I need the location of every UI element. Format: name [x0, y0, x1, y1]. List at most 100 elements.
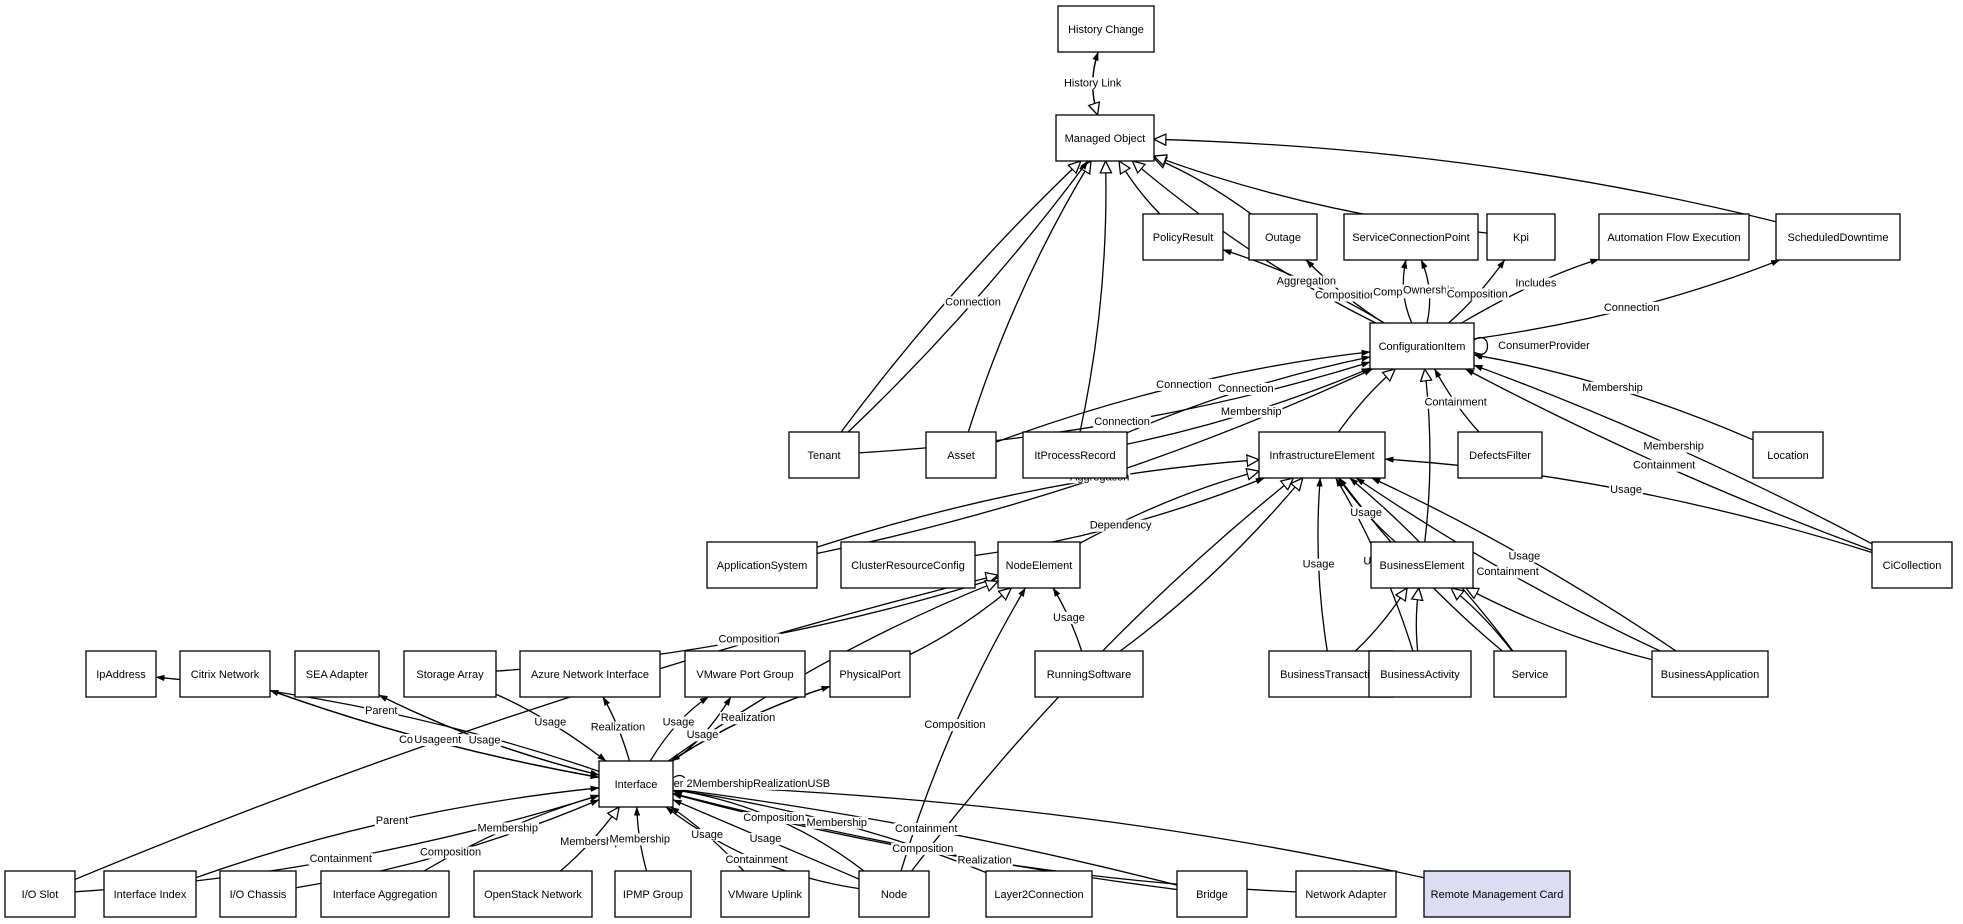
class-node-bact[interactable]: BusinessActivity	[1368, 650, 1472, 698]
class-node-box[interactable]	[1176, 870, 1248, 918]
edge-label-background	[1275, 275, 1337, 288]
class-node-historyChange[interactable]: History Change	[1057, 5, 1155, 53]
class-node-label: Kpi	[1513, 232, 1529, 244]
class-node-box[interactable]	[1258, 431, 1386, 479]
class-node-box[interactable]	[925, 431, 997, 479]
class-node-box[interactable]	[1370, 541, 1474, 589]
class-node-box[interactable]	[1775, 213, 1901, 261]
class-node-box[interactable]	[1295, 870, 1397, 918]
class-node-box[interactable]	[219, 870, 297, 918]
class-node-box[interactable]	[985, 870, 1093, 918]
class-node-storage[interactable]: Storage Array	[403, 650, 497, 698]
class-node-sched[interactable]: ScheduledDowntime	[1775, 213, 1901, 261]
class-node-box[interactable]	[788, 431, 860, 479]
class-node-ifagg[interactable]: Interface Aggregation	[320, 870, 450, 918]
class-node-bapp[interactable]: BusinessApplication	[1651, 650, 1769, 698]
class-node-ci[interactable]: ConfigurationItem	[1369, 322, 1475, 370]
class-node-scp[interactable]: ServiceConnectionPoint	[1343, 213, 1479, 261]
class-node-box[interactable]	[720, 870, 810, 918]
class-node-appsys[interactable]: ApplicationSystem	[706, 541, 818, 589]
class-node-bizEl[interactable]: BusinessElement	[1370, 541, 1474, 589]
class-node-box[interactable]	[4, 870, 76, 918]
class-node-kpi[interactable]: Kpi	[1486, 213, 1556, 261]
class-node-box[interactable]	[1343, 213, 1479, 261]
class-node-box[interactable]	[614, 870, 692, 918]
class-node-infra[interactable]: InfrastructureElement	[1258, 431, 1386, 479]
class-node-box[interactable]	[103, 870, 197, 918]
class-node-cicoll[interactable]: CiCollection	[1871, 541, 1953, 589]
class-node-svc[interactable]: Service	[1493, 650, 1567, 698]
class-node-managedObject[interactable]: Managed Object	[1055, 114, 1155, 162]
class-node-box[interactable]	[1248, 213, 1318, 261]
class-node-ifidx[interactable]: Interface Index	[103, 870, 197, 918]
class-node-osnet[interactable]: OpenStack Network	[473, 870, 593, 918]
class-node-ipmp[interactable]: IPMP Group	[614, 870, 692, 918]
class-node-crc[interactable]: ClusterResourceConfig	[840, 541, 976, 589]
class-node-asset[interactable]: Asset	[925, 431, 997, 479]
edge-label: Membership	[477, 822, 538, 834]
class-node-netad[interactable]: Network Adapter	[1295, 870, 1397, 918]
class-node-policyResult[interactable]: PolicyResult	[1142, 213, 1224, 261]
class-node-ip[interactable]: IpAddress	[85, 650, 157, 698]
class-node-node[interactable]: Node	[858, 870, 930, 918]
class-node-box[interactable]	[85, 650, 157, 698]
class-node-vmpg[interactable]: VMware Port Group	[684, 650, 806, 698]
class-node-box[interactable]	[1598, 213, 1750, 261]
class-node-box[interactable]	[179, 650, 271, 698]
class-node-box[interactable]	[294, 650, 380, 698]
class-node-box[interactable]	[1651, 650, 1769, 698]
class-node-box[interactable]	[320, 870, 450, 918]
class-node-ioslot[interactable]: I/O Slot	[4, 870, 76, 918]
class-node-nodeEl[interactable]: NodeElement	[997, 541, 1081, 589]
class-node-box[interactable]	[403, 650, 497, 698]
class-node-l2c[interactable]: Layer2Connection	[985, 870, 1093, 918]
class-node-phys[interactable]: PhysicalPort	[829, 650, 911, 698]
class-node-box[interactable]	[1034, 650, 1144, 698]
class-node-label: Network Adapter	[1305, 889, 1387, 901]
class-node-rmc[interactable]: Remote Management Card	[1423, 870, 1571, 918]
class-node-itpr[interactable]: ItProcessRecord	[1022, 431, 1128, 479]
edge-label-background	[894, 823, 959, 836]
class-node-box[interactable]	[1142, 213, 1224, 261]
edge-label-background	[719, 712, 777, 725]
class-node-box[interactable]	[1055, 114, 1155, 162]
class-node-defects[interactable]: DefectsFilter	[1457, 431, 1543, 479]
class-node-iface[interactable]: Interface	[598, 760, 674, 808]
class-node-box[interactable]	[1368, 650, 1472, 698]
class-node-box[interactable]	[598, 760, 674, 808]
class-node-box[interactable]	[1457, 431, 1543, 479]
class-node-tenant[interactable]: Tenant	[788, 431, 860, 479]
class-node-box[interactable]	[858, 870, 930, 918]
class-node-azure[interactable]: Azure Network Interface	[519, 650, 661, 698]
edge-ci-to-sched-association	[1473, 259, 1781, 340]
class-node-citrix[interactable]: Citrix Network	[179, 650, 271, 698]
class-node-bridge[interactable]: Bridge	[1176, 870, 1248, 918]
class-node-box[interactable]	[840, 541, 976, 589]
class-node-vmup[interactable]: VMware Uplink	[720, 870, 810, 918]
class-node-box[interactable]	[1486, 213, 1556, 261]
class-node-box[interactable]	[1752, 431, 1824, 479]
class-node-box[interactable]	[997, 541, 1081, 589]
class-node-outage[interactable]: Outage	[1248, 213, 1318, 261]
class-node-box[interactable]	[1057, 5, 1155, 53]
class-node-afe[interactable]: Automation Flow Execution	[1598, 213, 1750, 261]
class-node-rsw[interactable]: RunningSoftware	[1034, 650, 1144, 698]
class-node-box[interactable]	[706, 541, 818, 589]
class-node-box[interactable]	[1369, 322, 1475, 370]
class-node-box[interactable]	[829, 650, 911, 698]
edge-label-background	[533, 716, 568, 729]
class-node-box[interactable]	[1022, 431, 1128, 479]
edge-label-background	[1581, 381, 1644, 394]
edge-label: Usage	[750, 833, 782, 845]
class-node-box[interactable]	[519, 650, 661, 698]
class-node-box[interactable]	[1871, 541, 1953, 589]
class-node-box[interactable]	[473, 870, 593, 918]
class-node-box[interactable]	[1423, 870, 1571, 918]
class-node-box[interactable]	[684, 650, 806, 698]
class-node-sea[interactable]: SEA Adapter	[294, 650, 380, 698]
class-node-iochassis[interactable]: I/O Chassis	[219, 870, 297, 918]
class-node-location[interactable]: Location	[1752, 431, 1824, 479]
class-node-box[interactable]	[1493, 650, 1567, 698]
edge-label-background	[559, 835, 622, 848]
